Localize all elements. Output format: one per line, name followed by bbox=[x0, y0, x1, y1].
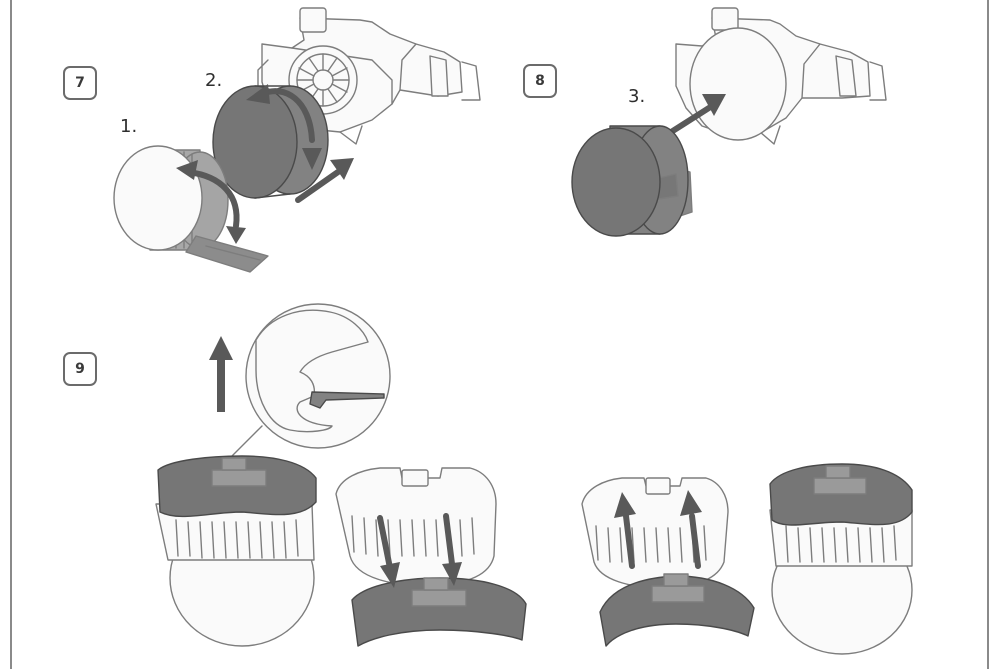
lift-arrow-icon-step9 bbox=[209, 336, 233, 412]
filter-cap-removed-step9-2 bbox=[335, 467, 527, 647]
filter-cartridge-white-step7 bbox=[113, 145, 269, 273]
filter-cartridge-dark-step8 bbox=[571, 125, 693, 237]
filter-cap-installed-step8 bbox=[689, 27, 787, 141]
filter-cap-refit-step9-3 bbox=[581, 477, 755, 647]
magnifier-detail-circle bbox=[227, 303, 391, 461]
push-arrow-icon-step7 bbox=[295, 158, 354, 203]
frame-right-line bbox=[987, 0, 989, 669]
rotate-arrow-icon-step7-bottom bbox=[176, 160, 246, 244]
up-arrow-icon-step9-right bbox=[680, 490, 702, 569]
sub-step-label-1: 1. bbox=[120, 116, 138, 137]
step-badge-8: 8 bbox=[523, 64, 557, 98]
filter-with-cap-step9-1 bbox=[155, 455, 317, 647]
push-arrow-icon-step8 bbox=[665, 94, 726, 137]
filter-assembled-step9-4 bbox=[769, 463, 913, 655]
down-arrow-icon-step9-right bbox=[442, 513, 462, 586]
step-badge-7: 7 bbox=[63, 66, 97, 100]
up-arrow-icon-step9-left bbox=[614, 492, 636, 569]
down-arrow-icon-step9-left bbox=[377, 515, 400, 588]
rotate-arrow-icon-step7-top bbox=[246, 84, 322, 170]
frame-left-line bbox=[10, 0, 12, 669]
sub-step-label-2: 2. bbox=[205, 70, 223, 91]
sub-step-label-3: 3. bbox=[628, 86, 646, 107]
step-badge-9: 9 bbox=[63, 352, 97, 386]
